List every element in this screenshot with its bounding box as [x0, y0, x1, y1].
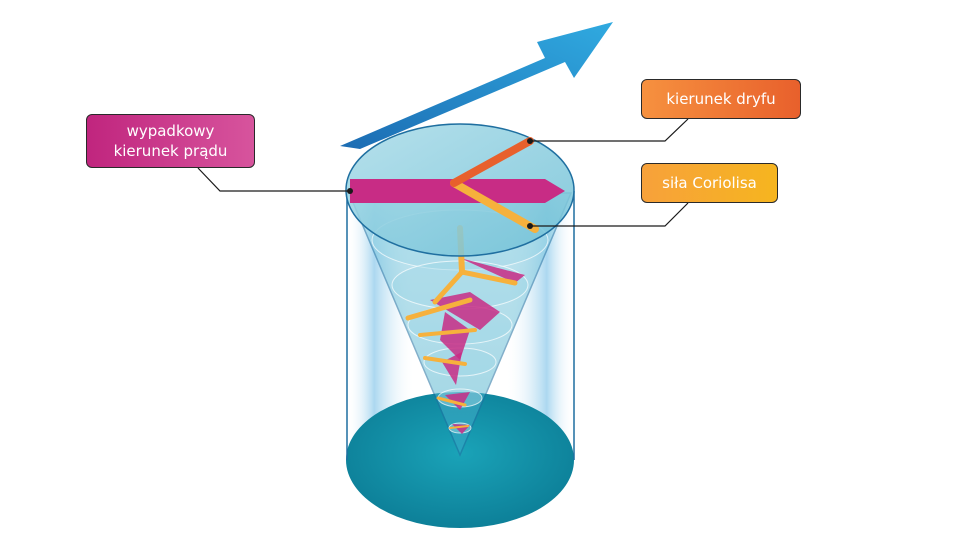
coriolis-force-text: siła Coriolisa [662, 174, 757, 192]
leader-dot-drift [527, 138, 533, 144]
drift-direction-text: kierunek dryfu [666, 90, 776, 108]
cylinder-bottom [346, 392, 574, 528]
leader-line-resultant [197, 167, 350, 192]
resultant-current-text: wypadkowy kierunek prądu [113, 122, 228, 160]
leader-dot-resultant [347, 188, 353, 194]
coriolis-force-label: siła Coriolisa [641, 163, 778, 203]
spiral-arrows [405, 225, 525, 434]
wind-direction-arrow [340, 22, 613, 149]
resultant-current-arrow [350, 179, 565, 203]
leader-line-coriolis [530, 202, 689, 227]
leader-line-drift [530, 118, 689, 142]
resultant-current-label: wypadkowy kierunek prądu [86, 114, 255, 168]
drift-direction-label: kierunek dryfu [641, 79, 801, 119]
leader-dot-coriolis [527, 223, 533, 229]
drift-direction-arrow [450, 137, 534, 187]
coriolis-force-arrow [450, 179, 539, 233]
